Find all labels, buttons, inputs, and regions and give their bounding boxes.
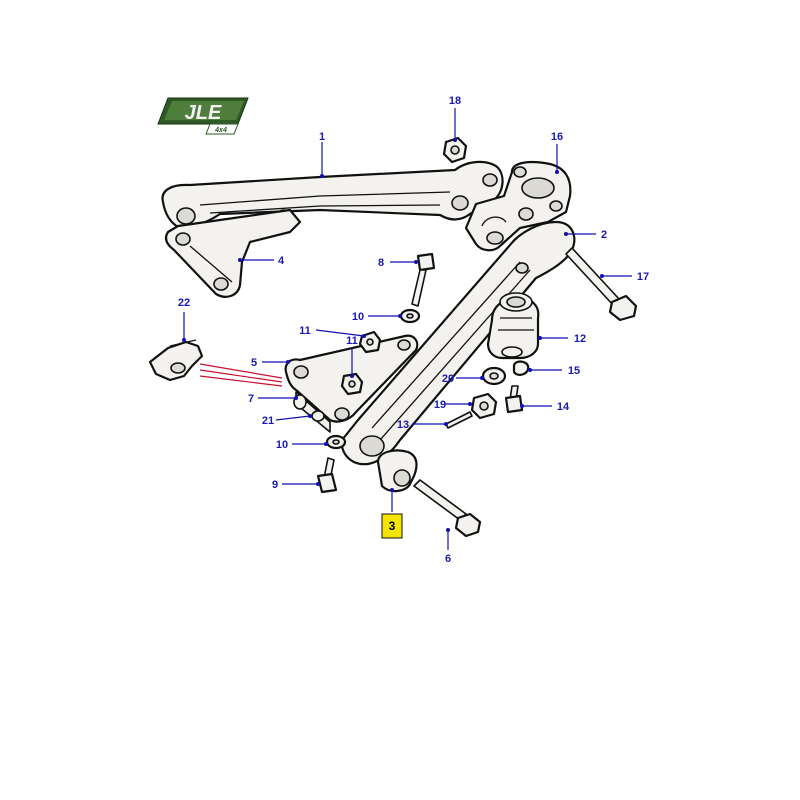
washer-part-20 [481, 366, 507, 386]
callout-18[interactable]: 18 [449, 95, 461, 107]
bolt-part-8 [411, 252, 436, 307]
bolt-part-6 [413, 479, 482, 538]
callout-13[interactable]: 13 [397, 419, 409, 431]
bolt-part-14 [504, 385, 524, 414]
bracket-part-4 [164, 208, 302, 298]
callout-11b[interactable]: 11 [346, 335, 358, 347]
callout-12[interactable]: 12 [574, 333, 586, 345]
leader-lines [182, 108, 632, 550]
washer-part-21 [311, 410, 325, 422]
mount-part-16 [464, 161, 572, 252]
callout-2[interactable]: 2 [601, 229, 607, 241]
callout-15[interactable]: 15 [568, 365, 580, 377]
nut-part-11b [340, 372, 364, 396]
callout-7[interactable]: 7 [248, 393, 254, 405]
callout-5[interactable]: 5 [251, 357, 257, 369]
callout-9[interactable]: 9 [272, 479, 278, 491]
pin-part-13 [445, 411, 473, 429]
callout-labels: 1 2 3 4 5 6 7 8 9 10 10 11 11 12 13 14 1… [178, 95, 649, 565]
bolt-part-17 [565, 247, 638, 322]
ball-joint-part-12 [486, 292, 540, 360]
callout-20[interactable]: 20 [442, 373, 454, 385]
callout-17[interactable]: 17 [637, 271, 649, 283]
bush-part-3 [376, 449, 418, 493]
callout-8[interactable]: 8 [378, 257, 384, 269]
callout-19[interactable]: 19 [434, 399, 446, 411]
callout-10a[interactable]: 10 [352, 311, 364, 323]
callout-10b[interactable]: 10 [276, 439, 288, 451]
callout-22[interactable]: 22 [178, 297, 190, 309]
jle-logo: JLE 4x4 [157, 97, 249, 135]
nut-part-18 [442, 136, 468, 164]
nut-part-19 [470, 392, 498, 420]
callout-21[interactable]: 21 [262, 415, 274, 427]
clip-part-15 [512, 360, 530, 376]
clip-part-22 [148, 339, 204, 382]
callout-4[interactable]: 4 [278, 255, 285, 267]
callout-11a[interactable]: 11 [299, 325, 311, 337]
callout-16[interactable]: 16 [551, 131, 563, 143]
callout-14[interactable]: 14 [557, 401, 570, 413]
washer-part-10b [325, 434, 347, 450]
logo-brand: JLE [185, 102, 222, 124]
logo-sub: 4x4 [214, 127, 227, 134]
washer-part-10a [399, 308, 421, 324]
bolt-part-9 [316, 457, 338, 494]
callout-6[interactable]: 6 [445, 553, 451, 565]
callout-3-highlight[interactable]: 3 [381, 513, 403, 539]
crossmember-part-1 [161, 160, 504, 230]
callout-1[interactable]: 1 [319, 131, 325, 143]
callout-3[interactable]: 3 [389, 519, 396, 533]
